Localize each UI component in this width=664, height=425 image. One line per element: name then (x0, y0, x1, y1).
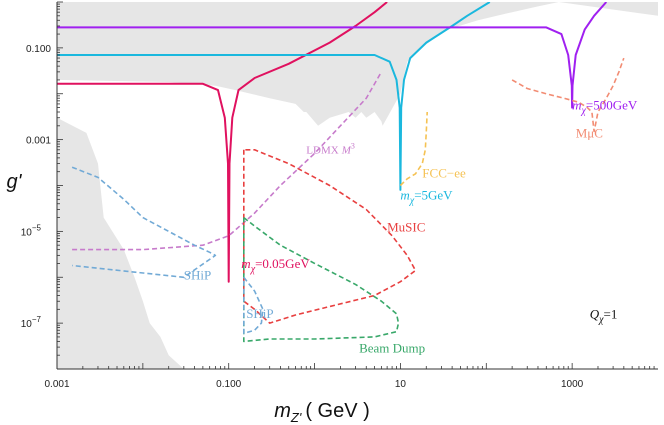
series-line-m-500gev (57, 2, 608, 109)
y-tick-label-0: 0.100 (26, 44, 51, 55)
series-line-ship (71, 166, 217, 279)
annotation-6: MuSIC (387, 219, 425, 234)
excluded-region-left (57, 117, 184, 369)
series-line-m-0-05gev (57, 2, 388, 283)
y-tick-label-2: 10−5 (21, 223, 42, 238)
annotation-9: Beam Dump (359, 340, 425, 355)
x-tick-label-2: 10 (395, 379, 407, 390)
x-tick-label-3: 1000 (561, 379, 584, 390)
annotation-4: FCC−ee (422, 165, 466, 180)
annotation-0: mχ=500GeV (572, 98, 638, 117)
series-line-ldmx-m- (72, 71, 383, 251)
series-group (57, 2, 625, 343)
excluded-region-upper (57, 2, 658, 126)
series-line-beam-dump (243, 216, 400, 343)
annotation-5: MμC (576, 126, 603, 141)
y-tick-label-1: 0.001 (26, 136, 51, 147)
annotation-7: SHiP (184, 267, 211, 282)
series-line-music (243, 149, 417, 324)
series-line-m-c (511, 57, 625, 133)
annotation-10: Qχ=1 (590, 307, 618, 326)
series-line-fcc-ee (399, 111, 428, 187)
y-axis-label: g' (7, 171, 23, 193)
annotation-1: mχ=5GeV (400, 187, 453, 206)
series-line-m-5gev (57, 2, 491, 191)
excluded-region (57, 2, 658, 369)
x-tick-label-1: 0.100 (216, 379, 241, 390)
x-axis-label: mZ'( GeV ) (274, 400, 370, 425)
y-tick-label-3: 10−7 (21, 315, 42, 330)
annotation-2: mχ=0.05GeV (241, 256, 310, 275)
annotation-8: SHiP (246, 306, 273, 321)
ticks: 0.001 0.100 10 1000 0.100 0.001 10−5 10−7 (21, 1, 655, 390)
x-tick-label-0: 0.001 (44, 379, 69, 390)
series-line-ship-inner (243, 276, 264, 335)
